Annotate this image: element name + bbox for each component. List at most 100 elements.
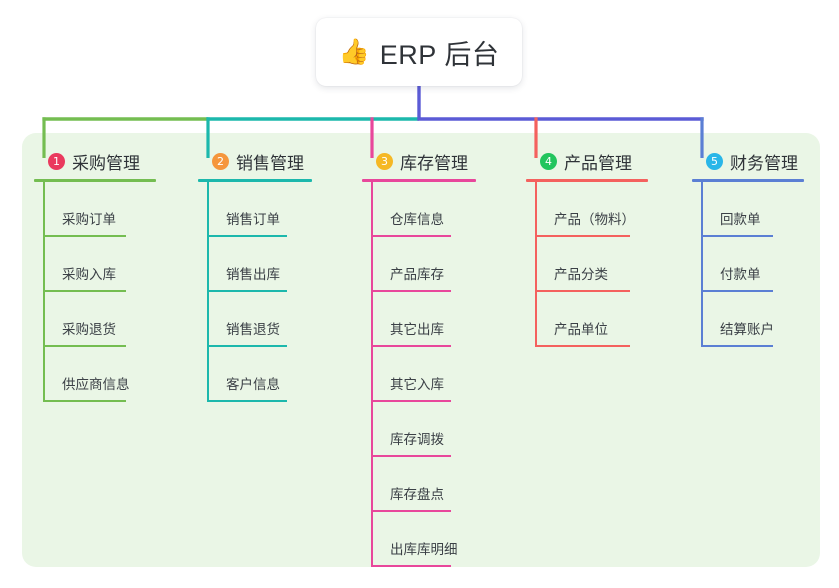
leaf-item[interactable]: 销售订单 (198, 182, 316, 237)
branch-title: 采购管理 (72, 153, 140, 173)
leaf-label: 产品单位 (554, 322, 608, 337)
leaf-label: 产品分类 (554, 267, 608, 282)
leaf-label: 库存盘点 (390, 487, 444, 502)
leaf-stem (371, 402, 373, 457)
leaf-underline (371, 290, 451, 292)
branch-number-badge: 1 (48, 152, 65, 170)
leaf-label: 销售订单 (226, 212, 280, 227)
leaf-item[interactable]: 采购订单 (34, 182, 160, 237)
leaf-label: 其它出库 (390, 322, 444, 337)
root-node[interactable]: 👍 ERP 后台 (316, 18, 522, 86)
branch-column-销售管理: 2 销售管理销售订单销售出库销售退货客户信息 (198, 147, 316, 402)
root-title: ERP 后台 (379, 39, 500, 70)
leaf-item[interactable]: 产品（物料） (526, 182, 652, 237)
leaf-underline (207, 400, 287, 402)
leaf-label: 采购退货 (62, 322, 116, 337)
branch-underline (692, 179, 804, 182)
leaf-item[interactable]: 供应商信息 (34, 347, 160, 402)
leaf-underline (43, 345, 126, 347)
leaf-label: 库存调拨 (390, 432, 444, 447)
branch-number-badge: 5 (706, 152, 723, 170)
leaf-label: 其它入库 (390, 377, 444, 392)
branch-header-产品管理[interactable]: 4 产品管理 (526, 147, 652, 175)
leaf-label: 销售退货 (226, 322, 280, 337)
leaf-item[interactable]: 产品库存 (362, 237, 480, 292)
leaf-label: 供应商信息 (62, 377, 130, 392)
leaf-item[interactable]: 结算账户 (692, 292, 804, 347)
leaf-item[interactable]: 其它入库 (362, 347, 480, 402)
leaf-item[interactable]: 库存盘点 (362, 457, 480, 512)
leaf-stem (535, 292, 537, 347)
leaf-item[interactable]: 产品单位 (526, 292, 652, 347)
branches-panel (22, 133, 820, 567)
branch-underline (362, 179, 476, 182)
leaf-stem (701, 292, 703, 347)
branch-number-badge: 4 (540, 152, 557, 170)
leaf-item[interactable]: 其它出库 (362, 292, 480, 347)
leaf-label: 采购订单 (62, 212, 116, 227)
leaf-stem (43, 182, 45, 237)
leaf-stem (207, 292, 209, 347)
leaf-underline (371, 345, 451, 347)
leaf-stem (535, 182, 537, 237)
leaf-stem (43, 347, 45, 402)
leaf-underline (701, 235, 773, 237)
branch-header-采购管理[interactable]: 1 采购管理 (34, 147, 160, 175)
leaf-stem (43, 292, 45, 347)
branch-title: 销售管理 (236, 153, 304, 173)
leaf-item[interactable]: 回款单 (692, 182, 804, 237)
branch-number-badge: 3 (376, 152, 393, 170)
leaf-label: 出库库明细 (390, 542, 458, 557)
leaf-item[interactable]: 仓库信息 (362, 182, 480, 237)
leaf-item[interactable]: 产品分类 (526, 237, 652, 292)
leaf-label: 仓库信息 (390, 212, 444, 227)
leaf-label: 产品库存 (390, 267, 444, 282)
leaf-underline (207, 345, 287, 347)
branch-header-库存管理[interactable]: 3 库存管理 (362, 147, 480, 175)
leaf-item[interactable]: 出库库明细 (362, 512, 480, 567)
leaf-stem (207, 347, 209, 402)
leaf-label: 销售出库 (226, 267, 280, 282)
branch-number-badge: 2 (212, 152, 229, 170)
leaf-item[interactable]: 销售退货 (198, 292, 316, 347)
leaf-label: 回款单 (720, 212, 761, 227)
leaf-item[interactable]: 采购入库 (34, 237, 160, 292)
leaf-item[interactable]: 库存调拨 (362, 402, 480, 457)
leaf-label: 采购入库 (62, 267, 116, 282)
leaf-stem (207, 182, 209, 237)
leaf-stem (207, 237, 209, 292)
leaf-item[interactable]: 客户信息 (198, 347, 316, 402)
leaf-underline (371, 455, 451, 457)
leaf-underline (701, 290, 773, 292)
thumbs-up-icon: 👍 (338, 37, 370, 66)
branch-underline (198, 179, 312, 182)
leaf-stem (535, 237, 537, 292)
branch-title: 财务管理 (730, 153, 798, 173)
leaf-stem (371, 292, 373, 347)
branch-header-销售管理[interactable]: 2 销售管理 (198, 147, 316, 175)
branch-title: 产品管理 (564, 153, 632, 173)
leaf-underline (43, 235, 126, 237)
leaf-underline (371, 510, 451, 512)
leaf-stem (371, 457, 373, 512)
branch-header-财务管理[interactable]: 5 财务管理 (692, 147, 804, 175)
leaf-label: 产品（物料） (554, 212, 635, 227)
leaf-stem (701, 182, 703, 237)
leaf-label: 客户信息 (226, 377, 280, 392)
branch-column-财务管理: 5 财务管理回款单付款单结算账户 (692, 147, 804, 347)
branch-underline (34, 179, 156, 182)
leaf-underline (207, 290, 287, 292)
leaf-stem (371, 347, 373, 402)
leaf-item[interactable]: 采购退货 (34, 292, 160, 347)
leaf-item[interactable]: 销售出库 (198, 237, 316, 292)
leaf-underline (43, 290, 126, 292)
leaf-underline (371, 235, 451, 237)
leaf-underline (43, 400, 126, 402)
leaf-underline (207, 235, 287, 237)
leaf-stem (371, 512, 373, 567)
leaf-item[interactable]: 付款单 (692, 237, 804, 292)
branch-title: 库存管理 (400, 153, 468, 173)
leaf-label: 结算账户 (720, 322, 774, 337)
leaf-underline (535, 290, 630, 292)
branch-column-采购管理: 1 采购管理采购订单采购入库采购退货供应商信息 (34, 147, 160, 402)
